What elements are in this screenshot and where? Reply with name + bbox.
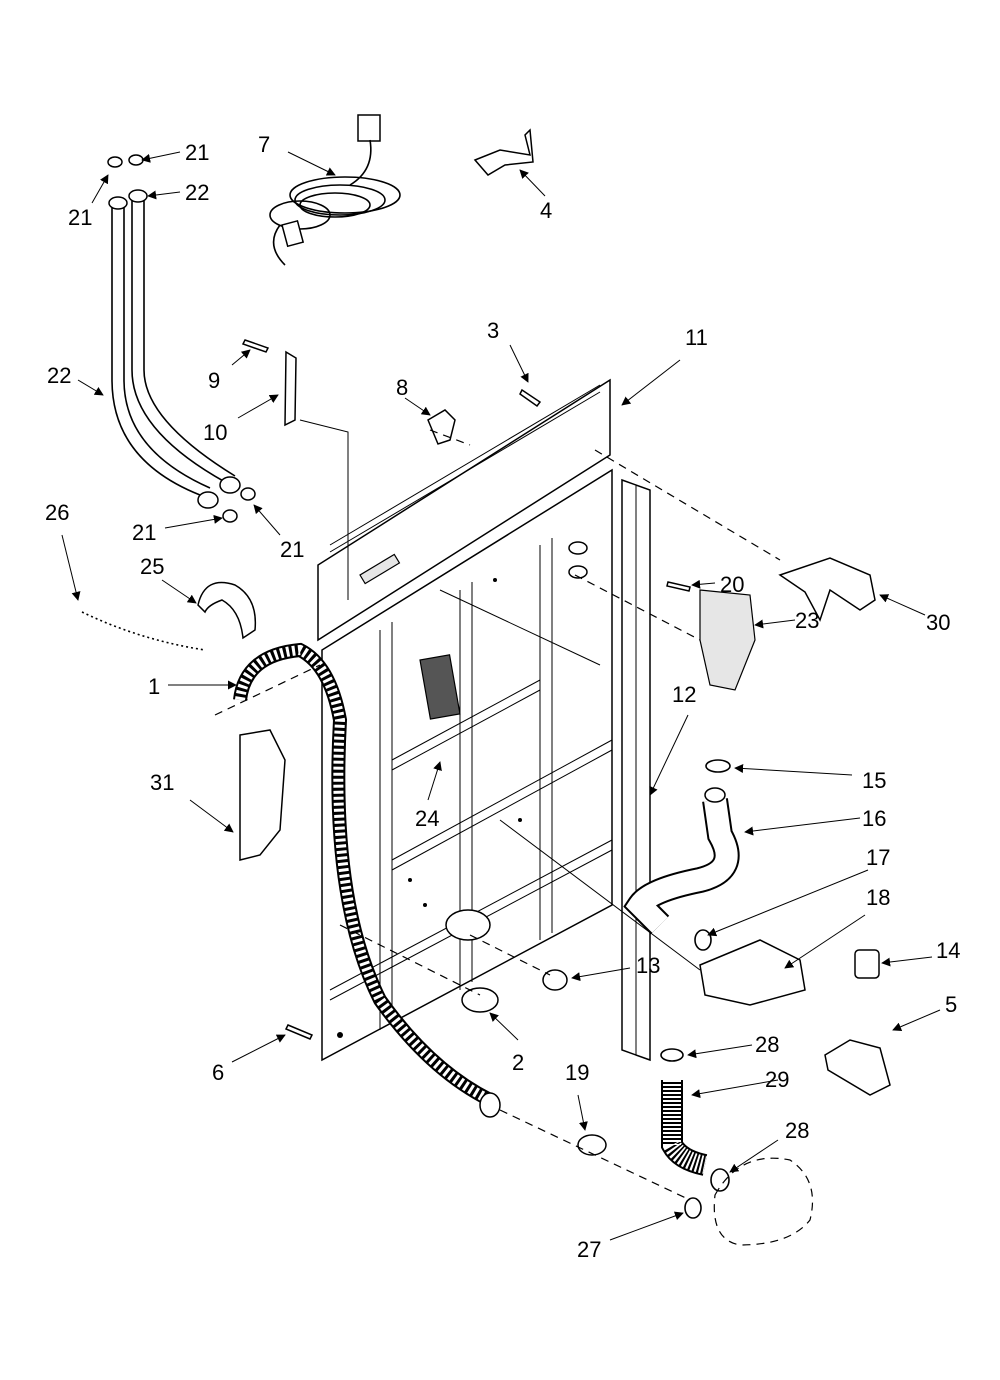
callout-label: 11 (685, 325, 708, 350)
hose-16-end (704, 787, 726, 803)
callout-label: 23 (795, 608, 819, 633)
clamp-28-bottom (710, 1168, 730, 1192)
clamp-27 (684, 1197, 702, 1219)
callout-label: 25 (140, 554, 164, 579)
callout-label: 17 (866, 845, 890, 870)
screw (519, 388, 542, 408)
clamp-17 (694, 929, 712, 951)
pump (824, 1039, 891, 1096)
callout-label: 24 (415, 806, 439, 831)
callout-label: 22 (185, 180, 209, 205)
callout-label: 6 (212, 1060, 224, 1085)
callout-label: 27 (577, 1237, 601, 1262)
hose-29 (663, 1080, 708, 1174)
callout-label: 22 (47, 363, 71, 388)
callout-label: 15 (862, 768, 886, 793)
callout-label: 16 (862, 806, 886, 831)
callout-label: 10 (203, 420, 227, 445)
callout-label: 30 (926, 610, 950, 635)
capacitor (854, 949, 880, 979)
callout-label: 5 (945, 992, 957, 1017)
clamp-28-top (660, 1048, 684, 1062)
water-valve (699, 589, 756, 691)
bracket (427, 409, 456, 445)
callout-label: 21 (68, 205, 92, 230)
part-19 (577, 1134, 607, 1156)
callout-label: 14 (936, 938, 960, 963)
callout-labels: 21 21 22 22 21 21 7 4 3 11 9 10 8 26 25 … (45, 132, 960, 1262)
callout-label: 2 (512, 1050, 524, 1075)
callout-label: 7 (258, 132, 270, 157)
inlet-hoses (107, 154, 256, 523)
callout-label: 19 (565, 1060, 589, 1085)
callout-label: 8 (396, 375, 408, 400)
callout-label: 20 (720, 572, 744, 597)
callout-label: 21 (185, 140, 209, 165)
drain-hose (233, 642, 501, 1118)
callout-label: 28 (755, 1032, 779, 1057)
callout-label: 31 (150, 770, 174, 795)
assembly-guides (214, 419, 781, 1201)
callout-label: 12 (672, 682, 696, 707)
callout-label: 1 (148, 674, 160, 699)
screw-6 (284, 1024, 314, 1040)
screw-9 (241, 339, 270, 353)
callout-label: 13 (636, 953, 660, 978)
callout-label: 3 (487, 318, 499, 343)
cable-tie (81, 611, 206, 651)
rear-panel (317, 378, 613, 1062)
callout-label: 21 (280, 537, 304, 562)
callout-label: 28 (785, 1118, 809, 1143)
bracket-31 (239, 729, 286, 861)
clamp-2 (461, 987, 499, 1013)
screw-20 (666, 581, 691, 592)
callout-label: 29 (765, 1067, 789, 1092)
pump-mount (699, 939, 806, 1006)
bracket-30 (778, 557, 876, 622)
hose-16 (625, 798, 738, 933)
clip (473, 128, 534, 176)
pump-reference-outline (713, 1157, 814, 1246)
strap (284, 350, 297, 427)
callout-label: 9 (208, 368, 220, 393)
clamp-15 (705, 759, 731, 773)
callout-label: 4 (540, 198, 552, 223)
callout-label: 18 (866, 885, 890, 910)
callout-label: 21 (132, 520, 156, 545)
hose-clamp (197, 581, 257, 640)
leader-arrows (61, 151, 941, 1241)
callout-label: 26 (45, 500, 69, 525)
power-cord (269, 114, 401, 266)
